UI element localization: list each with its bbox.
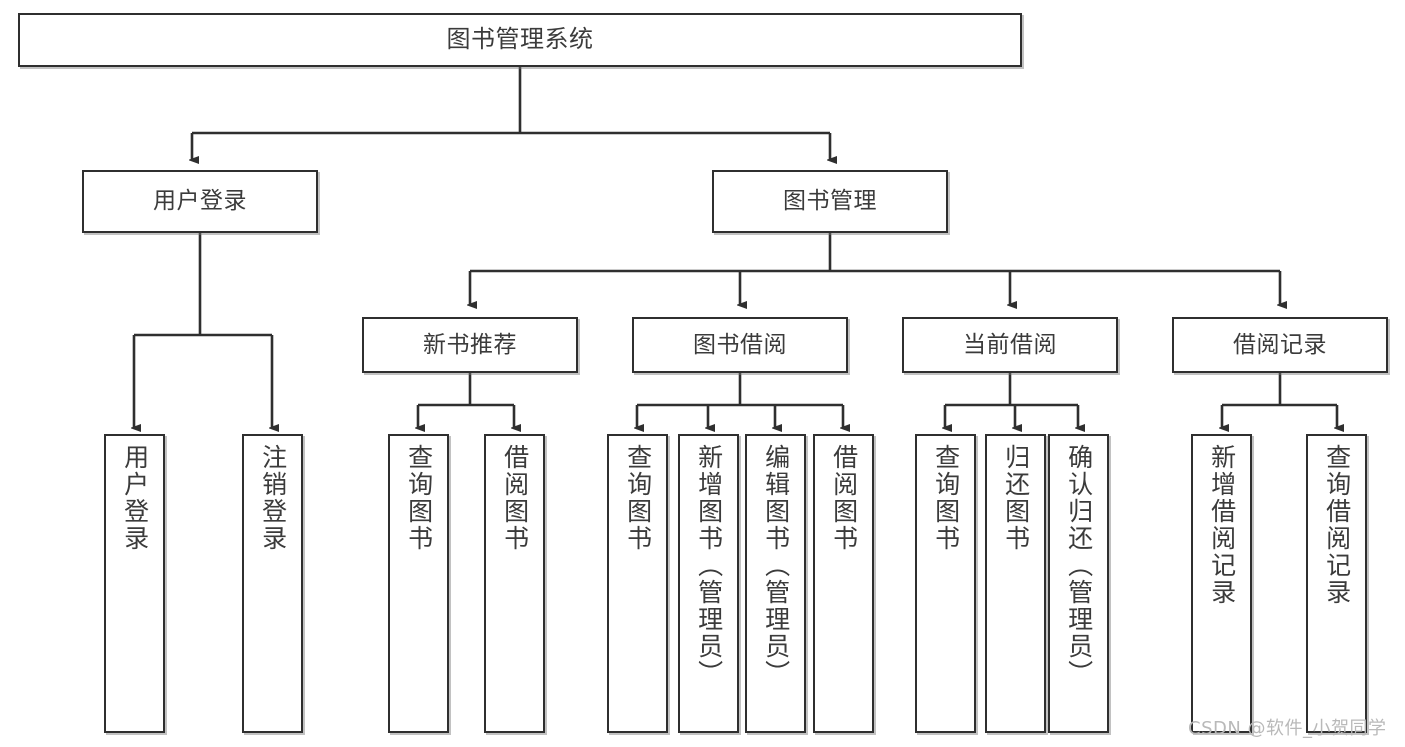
leaf-current-confirm-return[interactable]: 确认归还（管理员） — [1048, 434, 1109, 733]
node-label: 借阅记录 — [1233, 331, 1327, 358]
node-label: 新增借阅记录 — [1207, 444, 1237, 606]
node-book-management[interactable]: 图书管理 — [712, 170, 948, 233]
node-label: 注销登录 — [258, 444, 288, 552]
node-new-book-recommend[interactable]: 新书推荐 — [362, 317, 578, 373]
node-label: 编辑图书（管理员） — [761, 444, 791, 687]
leaf-current-return-book[interactable]: 归还图书 — [985, 434, 1046, 733]
leaf-borrow-borrow-book[interactable]: 借阅图书 — [813, 434, 874, 733]
node-label: 借阅图书 — [500, 444, 530, 552]
node-label: 图书管理 — [783, 188, 877, 215]
leaf-new-book-borrow[interactable]: 借阅图书 — [484, 434, 545, 733]
leaf-borrow-edit-book[interactable]: 编辑图书（管理员） — [745, 434, 806, 733]
leaf-new-book-query[interactable]: 查询图书 — [388, 434, 449, 733]
node-label: 查询借阅记录 — [1322, 444, 1352, 606]
node-current-borrow[interactable]: 当前借阅 — [902, 317, 1118, 373]
node-book-borrow[interactable]: 图书借阅 — [632, 317, 848, 373]
leaf-current-query-book[interactable]: 查询图书 — [915, 434, 976, 733]
leaf-user-login-signin[interactable]: 用户登录 — [104, 434, 165, 733]
node-label: 归还图书 — [1001, 444, 1031, 552]
node-root-system[interactable]: 图书管理系统 — [18, 13, 1022, 67]
node-label: 查询图书 — [623, 444, 653, 552]
node-label: 确认归还（管理员） — [1064, 444, 1094, 687]
node-label: 查询图书 — [404, 444, 434, 552]
node-label: 查询图书 — [931, 444, 961, 552]
watermark-text: CSDN @软件_小贺同学 — [1188, 718, 1387, 739]
leaf-records-query-record[interactable]: 查询借阅记录 — [1306, 434, 1367, 733]
node-label: 用户登录 — [153, 188, 247, 215]
node-label: 用户登录 — [120, 444, 150, 552]
leaf-borrow-query-book[interactable]: 查询图书 — [607, 434, 668, 733]
node-user-login[interactable]: 用户登录 — [82, 170, 318, 233]
leaf-records-add-record[interactable]: 新增借阅记录 — [1191, 434, 1252, 733]
node-label: 借阅图书 — [829, 444, 859, 552]
node-label: 当前借阅 — [963, 331, 1057, 358]
leaf-user-login-signout[interactable]: 注销登录 — [242, 434, 303, 733]
node-label: 新增图书（管理员） — [694, 444, 724, 687]
node-borrow-records[interactable]: 借阅记录 — [1172, 317, 1388, 373]
node-label: 新书推荐 — [423, 331, 517, 358]
node-label: 图书借阅 — [693, 331, 787, 358]
node-label: 图书管理系统 — [446, 25, 594, 54]
leaf-borrow-add-book[interactable]: 新增图书（管理员） — [678, 434, 739, 733]
